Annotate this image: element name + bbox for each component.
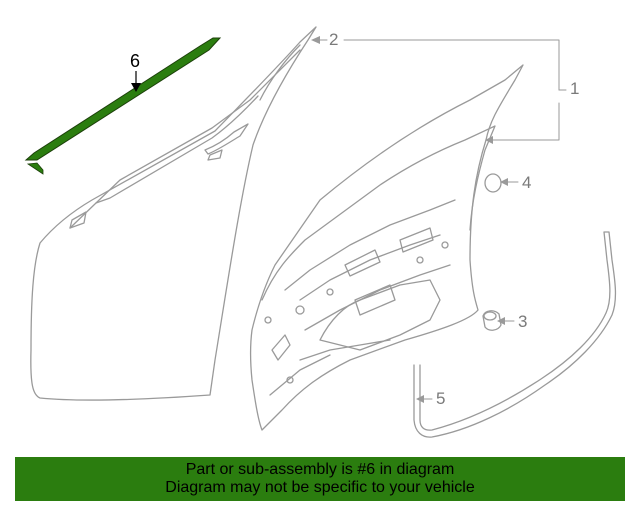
callout-part-2: 2 bbox=[329, 30, 339, 49]
plug-part bbox=[484, 173, 502, 193]
banner-line-disclaimer: Diagram may not be specific to your vehi… bbox=[165, 479, 475, 496]
callout-part-4: 4 bbox=[522, 173, 532, 192]
bumper-part bbox=[482, 310, 502, 331]
weatherstrip-part bbox=[413, 231, 617, 438]
door-shell-outer bbox=[30, 26, 317, 401]
callout-part-6: 6 bbox=[130, 51, 141, 71]
moulding-part-highlighted bbox=[24, 37, 222, 175]
callout-part-5: 5 bbox=[436, 389, 446, 408]
callout-part-3: 3 bbox=[518, 312, 528, 331]
callout-part-1: 1 bbox=[570, 79, 580, 98]
banner-line-part: Part or sub-assembly is #6 in diagram bbox=[185, 461, 455, 478]
info-banner: Part or sub-assembly is #6 in diagram Di… bbox=[15, 457, 625, 501]
door-parts-diagram bbox=[24, 26, 617, 438]
door-inner-structure bbox=[249, 64, 524, 431]
leader-lines bbox=[319, 39, 567, 400]
